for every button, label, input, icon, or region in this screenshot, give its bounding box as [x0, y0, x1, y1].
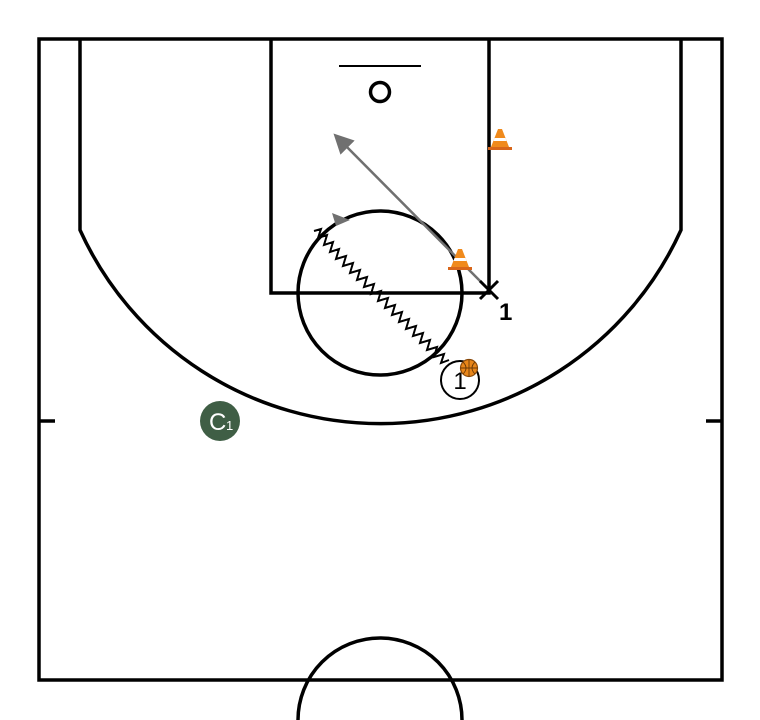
- center-circle: [296, 636, 464, 720]
- coach-c1-subscript: 1: [226, 418, 233, 433]
- free-throw-circle: [296, 209, 464, 377]
- dribble-arrowhead: [332, 213, 350, 226]
- coach-c1-label: C: [209, 409, 226, 436]
- cone-icon: [488, 129, 512, 150]
- spot-x-label: 1: [499, 299, 512, 326]
- coach-c1: C 1: [200, 401, 240, 441]
- court-boundary: [37, 37, 724, 682]
- three-point-line: [78, 39, 683, 426]
- hoop: [368, 80, 392, 104]
- basketball-icon: [459, 358, 479, 378]
- cone-icon: [448, 249, 472, 270]
- spot-x-marker: 1: [478, 279, 512, 326]
- dribble-path: [313, 227, 450, 365]
